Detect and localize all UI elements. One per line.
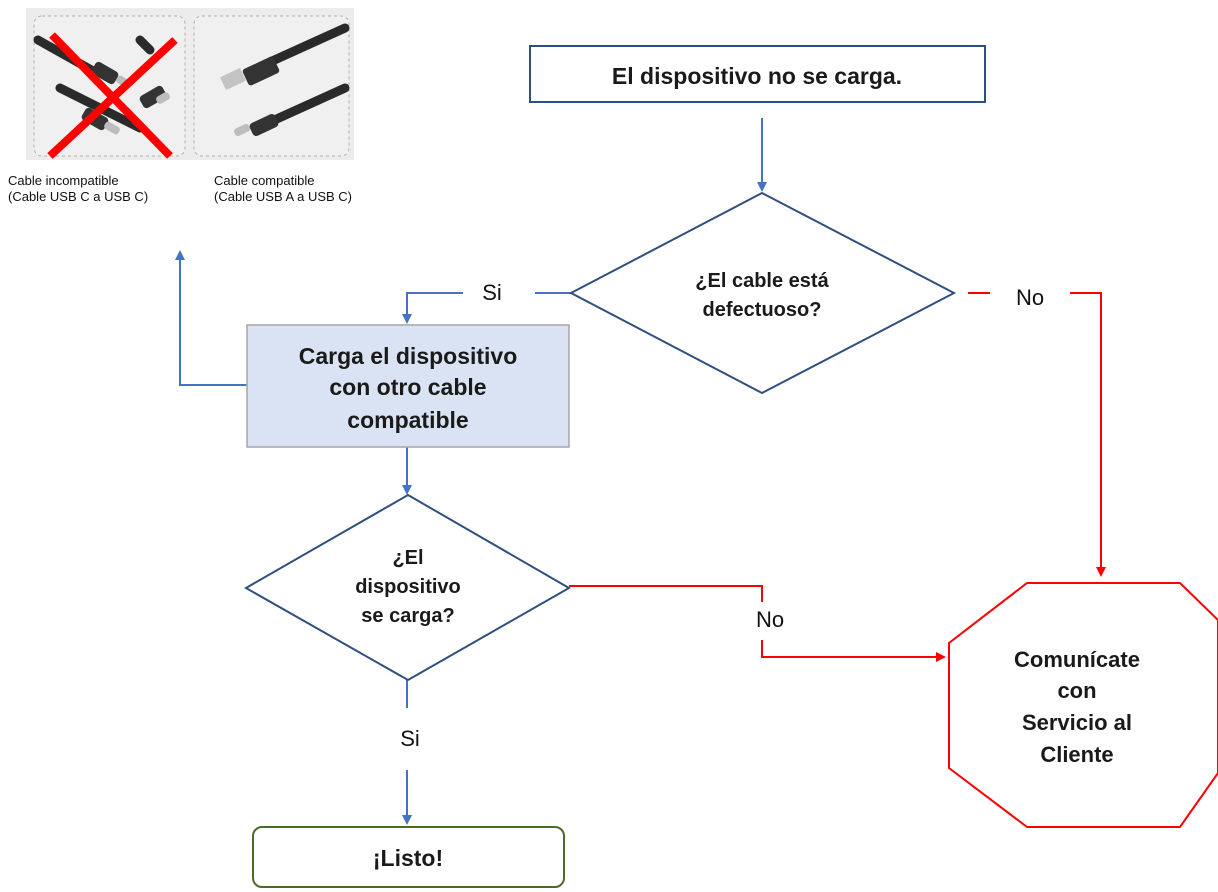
edge-label-decision2-no: No	[756, 607, 784, 632]
decision-cable-defective: ¿El cable está defectuoso?	[568, 191, 957, 395]
action-node: Carga el dispositivo con otro cable comp…	[246, 324, 570, 448]
cable-panel	[26, 8, 354, 160]
decision2-label-line2: dispositivo	[355, 576, 461, 598]
compatible-cable-caption: Cable compatible	[214, 173, 314, 188]
compatible-cable-card	[193, 15, 350, 157]
edge-label-decision1-yes: Si	[482, 280, 502, 305]
contact-label-line1: Comunícate	[1014, 647, 1140, 672]
contact-label-line4: Cliente	[1040, 742, 1113, 767]
arrow-decision1-no-to-contact	[1070, 292, 1106, 577]
compatible-cable-caption-detail: (Cable USB A a USB C)	[214, 189, 352, 204]
edge-label-decision2-yes: Si	[400, 726, 420, 751]
arrow-decision2-no-to-contact	[761, 640, 946, 662]
arrow-action-to-cables	[175, 250, 247, 386]
usb-c-to-usb-c-cable-icon	[33, 35, 170, 135]
edge-decision2-no-top	[569, 585, 763, 602]
incompatible-cable-caption-detail: (Cable USB C a USB C)	[8, 189, 148, 204]
arrow-decision1-yes-to-action	[402, 292, 463, 324]
action-label-line1: Carga el dispositivo	[299, 343, 518, 369]
incompatible-cable-caption: Cable incompatible	[8, 173, 119, 188]
usb-a-to-usb-c-cable-icon	[220, 23, 350, 137]
action-label-line3: compatible	[347, 407, 468, 433]
decision2-label-line3: se carga?	[361, 605, 454, 627]
done-label: ¡Listo!	[373, 845, 443, 871]
done-node: ¡Listo!	[252, 826, 565, 888]
decision1-label-line1: ¿El cable está	[695, 270, 829, 292]
contact-support-node: Comunícate con Servicio al Cliente	[948, 582, 1218, 828]
edge-label-decision1-no: No	[1016, 285, 1044, 310]
decision1-label-line2: defectuoso?	[703, 299, 822, 321]
red-cross-icon	[47, 32, 178, 159]
contact-label-line2: con	[1057, 678, 1096, 703]
start-node-label: El dispositivo no se carga.	[612, 63, 902, 89]
action-label-line2: con otro cable	[329, 374, 486, 400]
incompatible-cable-card	[33, 15, 186, 159]
contact-label-line3: Servicio al	[1022, 710, 1132, 735]
decision-device-charging: ¿El dispositivo se carga?	[243, 493, 572, 682]
decision2-label-line1: ¿El	[392, 547, 423, 569]
start-node: El dispositivo no se carga.	[529, 45, 986, 103]
